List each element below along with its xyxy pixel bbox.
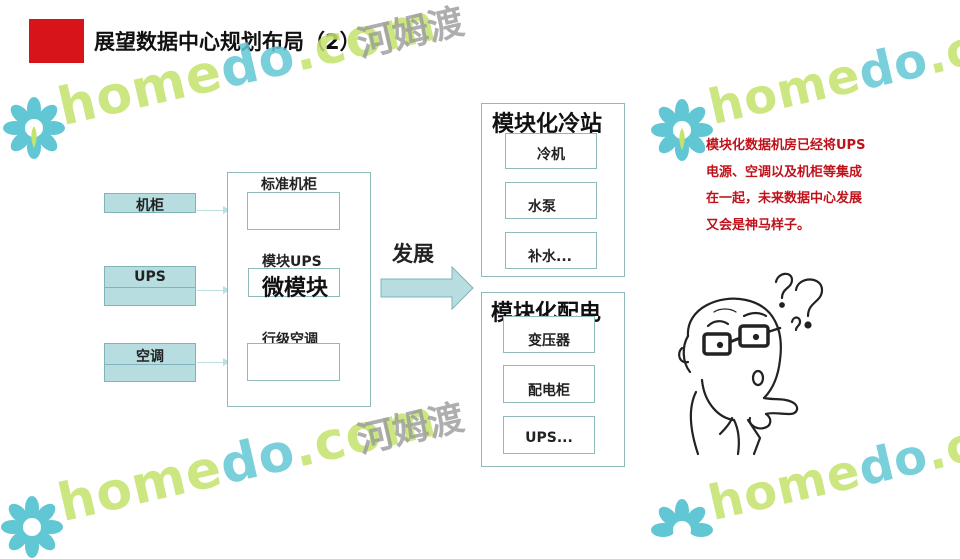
distribution-cabinet-label: 配电柜 <box>528 383 570 399</box>
cooling-station-title: 模块化冷站 <box>492 112 603 137</box>
micro-module-label: 微模块 <box>262 276 329 301</box>
module-ups-label: 模块UPS <box>262 254 322 270</box>
flower-logo-icon <box>3 97 65 159</box>
standard-cabinet-label: 标准机柜 <box>261 177 317 193</box>
chiller-label: 冷机 <box>537 147 565 163</box>
transformer-label: 变压器 <box>528 333 570 349</box>
makeup-water-box: 补水... <box>505 232 597 269</box>
ups-item: UPS <box>104 266 196 306</box>
connector-arrow <box>197 358 230 366</box>
connector-arrow <box>197 206 230 214</box>
distribution-cabinet-box: 配电柜 <box>503 365 595 403</box>
title-accent-square <box>29 19 84 63</box>
cabinet-label: 机柜 <box>136 198 164 214</box>
thinking-man-illustration <box>678 272 824 456</box>
develop-label: 发展 <box>392 242 434 266</box>
aircon-item: 空调 <box>104 343 196 382</box>
note-text: 模块化数据机房已经将UPS电源、空调以及机柜等集成在一起，未来数据中心发展又会是… <box>706 138 866 233</box>
cabinet-item: 机柜 <box>104 193 196 214</box>
develop-arrow-icon <box>380 266 474 311</box>
chiller-box: 冷机 <box>505 133 597 169</box>
makeup-water-label: 补水... <box>528 249 572 265</box>
row-aircon-box <box>247 343 340 381</box>
watermark-cn: 河姆渡 <box>353 1 469 66</box>
watermark-text: homedo.com <box>52 388 442 534</box>
pump-box: 水泵 <box>505 182 597 219</box>
flower-logo-icon <box>651 499 713 539</box>
watermark-text: homedo.co <box>703 12 960 137</box>
ups-more-box: UPS... <box>503 416 595 454</box>
ups-label: UPS <box>134 269 166 285</box>
aircon-label: 空调 <box>136 349 164 365</box>
pump-label: 水泵 <box>528 199 556 215</box>
connector-arrow <box>197 286 230 294</box>
watermark-text: homedo.com <box>52 0 442 139</box>
transformer-box: 变压器 <box>503 316 595 353</box>
standard-cabinet-box <box>247 192 340 230</box>
flower-logo-icon <box>651 99 713 161</box>
flower-logo-icon <box>1 496 63 558</box>
ups-more-label: UPS... <box>525 430 573 446</box>
page-title: 展望数据中心规划布局（2） <box>94 30 361 54</box>
micro-module-box <box>248 268 340 297</box>
